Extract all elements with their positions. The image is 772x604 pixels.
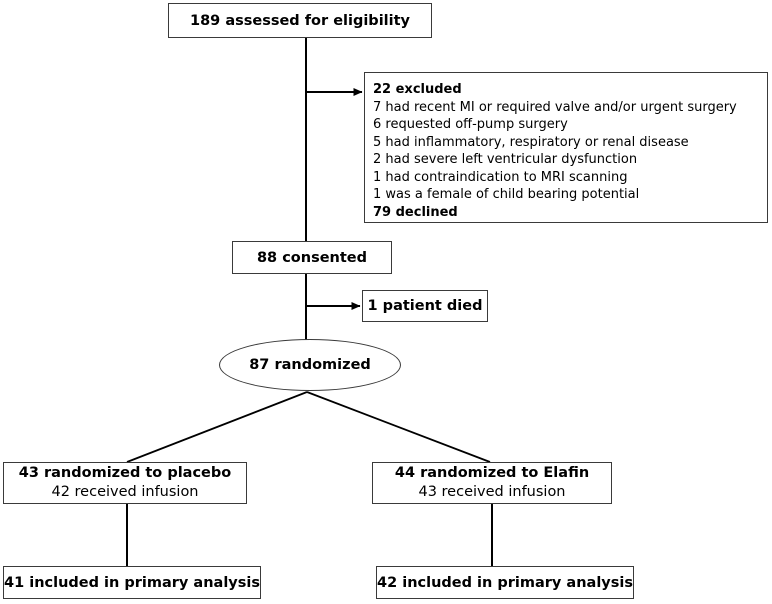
- node-randomized-label: 87 randomized: [249, 357, 371, 373]
- excluded-reason-6: 1 was a female of child bearing potentia…: [373, 187, 640, 202]
- node-elafin-arm: 44 randomized to Elafin 43 received infu…: [372, 462, 612, 504]
- node-patient-died: 1 patient died: [362, 290, 488, 322]
- node-placebo-line1: 43 randomized to placebo: [18, 465, 232, 481]
- node-assessed-label: 189 assessed for eligibility: [190, 12, 410, 29]
- node-elafin-analysis-label: 42 included in primary analysis: [377, 574, 633, 591]
- node-placebo-analysis-label: 41 included in primary analysis: [4, 574, 260, 591]
- excluded-reason-1: 7 had recent MI or required valve and/or…: [373, 99, 737, 115]
- excluded-heading: 22 excluded: [373, 82, 462, 97]
- excluded-footer: 79 declined: [373, 204, 458, 220]
- excluded-reason-4: 2 had severe left ventricular dysfunctio…: [373, 152, 638, 167]
- edge-randomized-to-elafin: [306, 391, 491, 463]
- node-assessed-for-eligibility: 189 assessed for eligibility: [168, 3, 432, 38]
- node-excluded: 22 excluded 7 had recent MI or required …: [364, 72, 768, 223]
- node-elafin-primary-analysis: 42 included in primary analysis: [376, 566, 634, 599]
- excluded-reason-3: 5 had inflammatory, respiratory or renal…: [373, 134, 689, 150]
- node-placebo-primary-analysis: 41 included in primary analysis: [3, 566, 261, 599]
- node-placebo-arm: 43 randomized to placebo 42 received inf…: [3, 462, 247, 504]
- node-consented-label: 88 consented: [256, 249, 368, 266]
- excluded-reason-2: 6 requested off-pump surgery: [373, 117, 568, 132]
- node-consented: 88 consented: [232, 241, 392, 274]
- edge-randomized-to-placebo: [126, 391, 308, 463]
- excluded-reason-5: 1 had contraindication to MRI scanning: [373, 169, 628, 185]
- node-patient-died-label: 1 patient died: [367, 298, 483, 314]
- node-elafin-line2: 43 received infusion: [418, 484, 566, 500]
- node-elafin-line1: 44 randomized to Elafin: [394, 465, 590, 481]
- node-placebo-line2: 42 received infusion: [51, 484, 199, 500]
- node-randomized: 87 randomized: [219, 339, 401, 391]
